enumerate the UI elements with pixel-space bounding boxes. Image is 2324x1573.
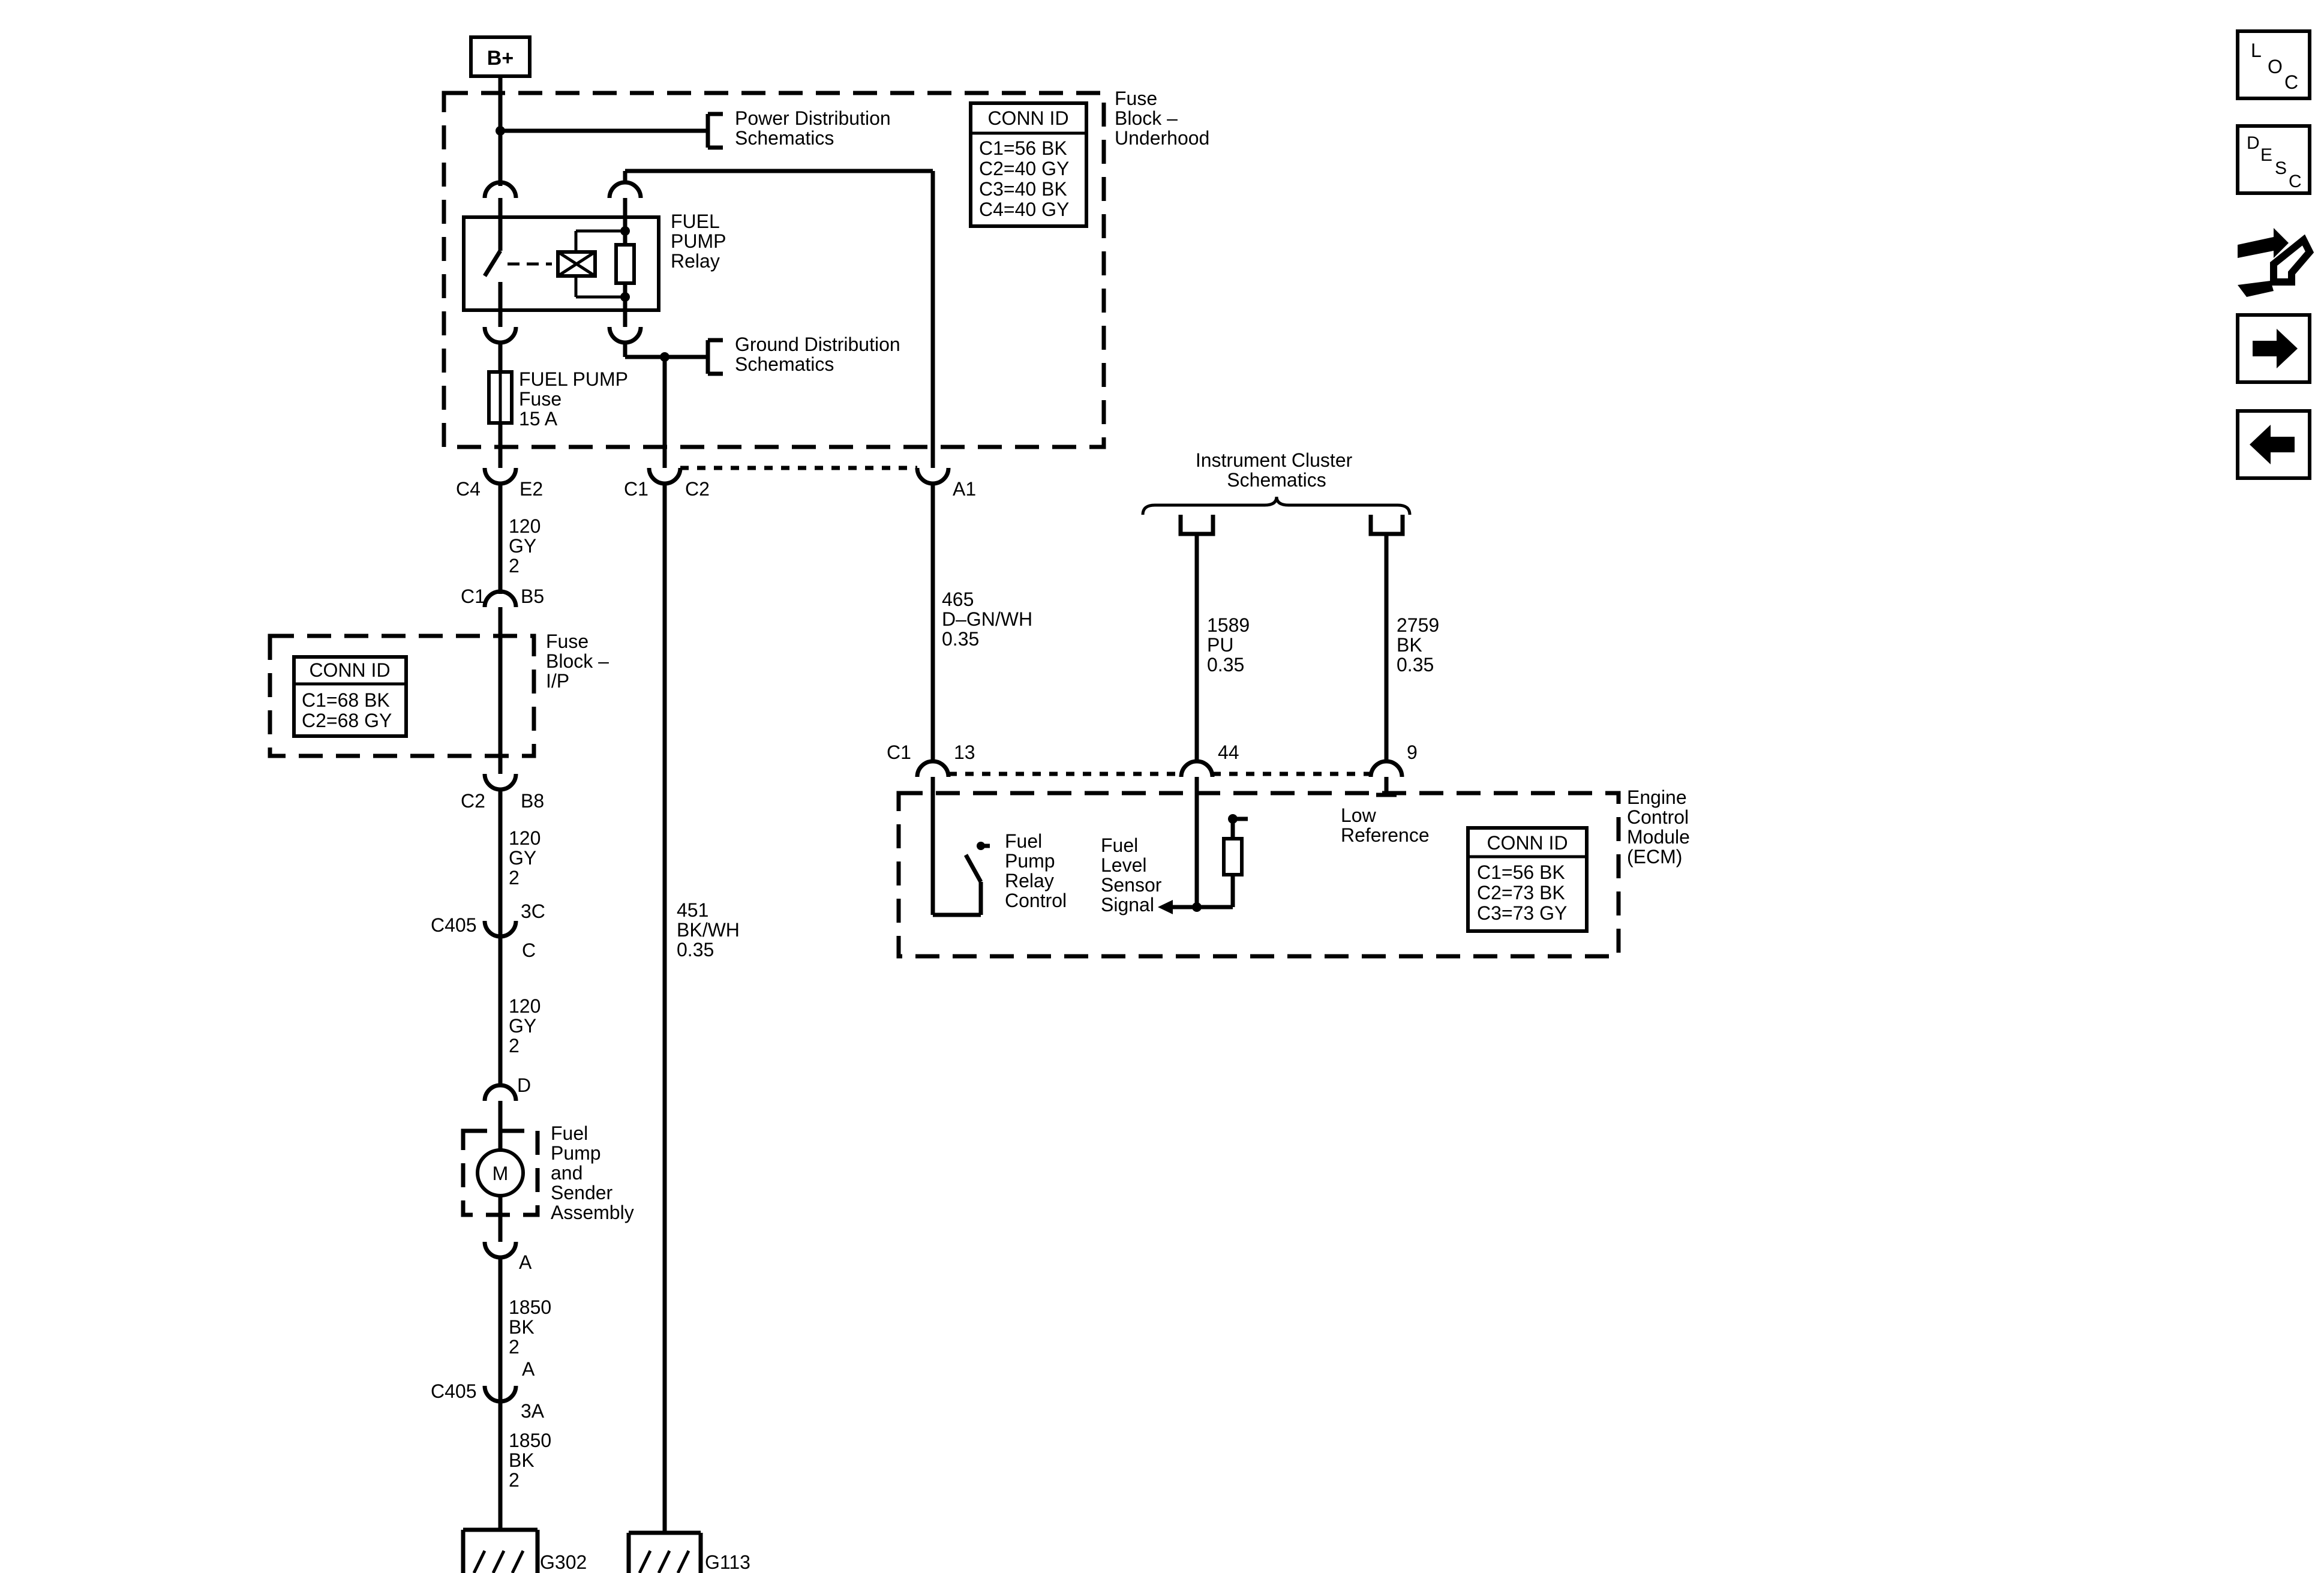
pin-d: D	[517, 1074, 531, 1096]
fuse-label: FUEL PUMP Fuse 15 A	[519, 368, 633, 430]
ground-distribution-label: Ground Distribution Schematics	[735, 334, 906, 375]
pin-c1-ip: C1	[461, 586, 485, 607]
wire-465-label: 465 D–GN/WH 0.35	[942, 589, 1038, 650]
conn-id-ip: CONN ID C1=68 BK C2=68 GY	[292, 655, 408, 738]
pin-e2: E2	[520, 478, 543, 500]
conn-id-rows: C1=56 BK C2=40 GY C3=40 BK C4=40 GY	[979, 137, 1074, 220]
engine-control-module: C1 13 44 9 Fuel Pump Relay Control Fuel …	[887, 742, 1695, 959]
loc-letter: O	[2268, 56, 2283, 77]
fuel-pump-assembly: D M A Fuel Pump and Sender Assembly	[461, 1074, 634, 1530]
wire-1850-label-a: 1850 BK 2	[509, 1296, 557, 1358]
pin-c2: C2	[685, 478, 710, 500]
pin-b8: B8	[521, 790, 544, 812]
conn-id-rows: C1=68 BK C2=68 GY	[302, 689, 395, 731]
fuse-block-underhood-label: Fuse Block – Underhood	[1115, 88, 1209, 149]
low-reference-label: Low Reference	[1341, 804, 1430, 846]
right-arrow-icon	[2253, 329, 2298, 368]
desc-letter: D	[2247, 133, 2260, 153]
connector-c405-lower: A C405 3A	[431, 1358, 545, 1422]
battery-supply: B+	[469, 35, 532, 95]
conn-id-ecm: CONN ID C1=56 BK C2=73 BK C3=73 GY	[1466, 826, 1589, 933]
wire-451-label: 451 BK/WH 0.35	[677, 899, 745, 960]
conn-id-rows: C1=56 BK C2=73 BK C3=73 GY	[1477, 861, 1571, 924]
loc-letter: L	[2251, 40, 2262, 61]
motor-icon	[476, 1148, 525, 1197]
ground-g302-label: G302	[540, 1551, 587, 1573]
desc-button[interactable]: D E S C	[2236, 124, 2311, 195]
instrument-cluster: Instrument Cluster Schematics	[1141, 449, 1412, 762]
desc-letter: S	[2275, 158, 2287, 178]
sensor-signal-label: Fuel Level Sensor Signal	[1101, 834, 1167, 915]
fuel-pump-label: Fuel Pump and Sender Assembly	[551, 1122, 634, 1223]
desc-letter: C	[2289, 172, 2302, 191]
fuse-block-underhood: Fuse Block – Underhood Power Distributio…	[442, 88, 1209, 449]
wire-2759-label: 2759 BK 0.35	[1397, 614, 1445, 676]
ecm-label: Engine Control Module (ECM)	[1627, 786, 1695, 867]
conn-id-underhood: CONN ID C1=56 BK C2=40 GY C3=40 BK C4=40…	[969, 101, 1088, 228]
wire-120-label-b: 120 GY 2	[509, 827, 546, 888]
pin-13: 13	[954, 742, 975, 763]
power-distribution-label: Power Distribution Schematics	[735, 107, 896, 149]
instrument-cluster-label: Instrument Cluster Schematics	[1196, 449, 1358, 491]
pin-3a: 3A	[521, 1400, 545, 1422]
fuse-block-ip-label: Fuse Block – I/P	[546, 631, 614, 692]
pin-c405: C405	[431, 914, 477, 936]
pin-c: C	[522, 939, 536, 961]
supply-label: B+	[487, 47, 514, 70]
pin-3c: 3C	[521, 900, 545, 922]
fuse-block-ip: C1 B5 C2 B8 Fuse Block – I/P CONN ID C1=…	[268, 586, 614, 1086]
pin-a: A	[519, 1251, 532, 1273]
pin-c4: C4	[456, 478, 481, 500]
pin-c2-ip: C2	[461, 790, 485, 812]
loc-letter: C	[2284, 71, 2298, 93]
pin-a1: A1	[953, 478, 976, 500]
ground-g113-label: G113	[705, 1551, 750, 1573]
pin-a-lower: A	[522, 1358, 535, 1380]
wire-120-label-c: 120 GY 2	[509, 995, 546, 1056]
underhood-output-connectors: C4 E2 C1 C2 A1	[456, 447, 976, 1533]
desc-letter: E	[2260, 145, 2272, 165]
pin-c405-lower: C405	[431, 1380, 477, 1402]
wire-1589-label: 1589 PU 0.35	[1207, 614, 1255, 676]
pin-c1: C1	[624, 478, 648, 500]
conn-id-title: CONN ID	[987, 107, 1068, 129]
wire-120-label-a: 120 GY 2	[509, 515, 546, 577]
connector-view-icon[interactable]	[2238, 228, 2314, 297]
conn-id-title: CONN ID	[1487, 832, 1568, 854]
ground-g302: G302	[461, 1527, 587, 1573]
motor-label: M	[493, 1163, 509, 1184]
next-page-button[interactable]	[2236, 313, 2311, 384]
relay-label: FUEL PUMP Relay	[671, 211, 731, 272]
left-arrow-icon	[2250, 425, 2295, 464]
pin-9: 9	[1407, 742, 1418, 763]
loc-button[interactable]: L O C	[2236, 29, 2311, 100]
previous-page-button[interactable]	[2236, 409, 2311, 480]
conn-id-title: CONN ID	[309, 659, 390, 681]
connector-c405-upper: C405 3C C	[431, 900, 545, 961]
pin-b5: B5	[521, 586, 544, 607]
relay-control-label: Fuel Pump Relay Control	[1005, 830, 1067, 911]
pin-44: 44	[1218, 742, 1239, 763]
pin-c1-ecm: C1	[887, 742, 911, 763]
wire-1850-label-b: 1850 BK 2	[509, 1430, 557, 1491]
ground-g113: G113	[626, 1530, 750, 1573]
